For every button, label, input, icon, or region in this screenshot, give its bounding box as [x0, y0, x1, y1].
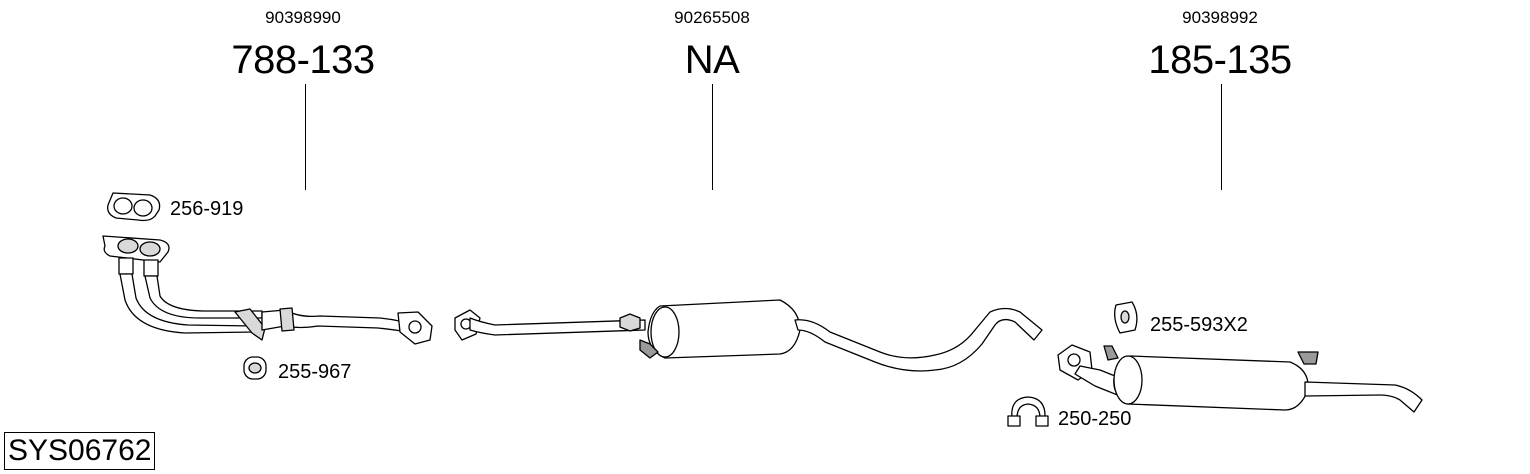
mount-front-label: 255-967 — [278, 361, 352, 383]
leader-line-middle — [712, 84, 713, 190]
front-pipe — [102, 235, 433, 345]
rear-silencer — [1057, 344, 1423, 413]
oem-number-rear: 90398992 — [1182, 8, 1258, 27]
leader-line-rear — [1221, 84, 1222, 190]
rubber-mount-icon — [1114, 301, 1138, 334]
mount-icon — [243, 356, 267, 380]
oem-number-front: 90398990 — [265, 8, 341, 27]
oem-number-middle: 90265508 — [674, 8, 750, 27]
rubber-mount-label: 255-593X2 — [1150, 314, 1248, 336]
clamp-icon — [1007, 396, 1049, 427]
gasket-icon — [107, 192, 161, 222]
gasket-label: 256-919 — [170, 198, 244, 220]
leader-line-front — [305, 84, 306, 190]
middle-pipe — [454, 299, 1043, 372]
clamp-label: 250-250 — [1058, 408, 1132, 430]
system-code-box: SYS06762 — [4, 432, 156, 470]
part-number-front: 788-133 — [231, 38, 375, 82]
part-number-rear: 185-135 — [1148, 38, 1292, 82]
part-number-middle: NA — [684, 38, 740, 82]
